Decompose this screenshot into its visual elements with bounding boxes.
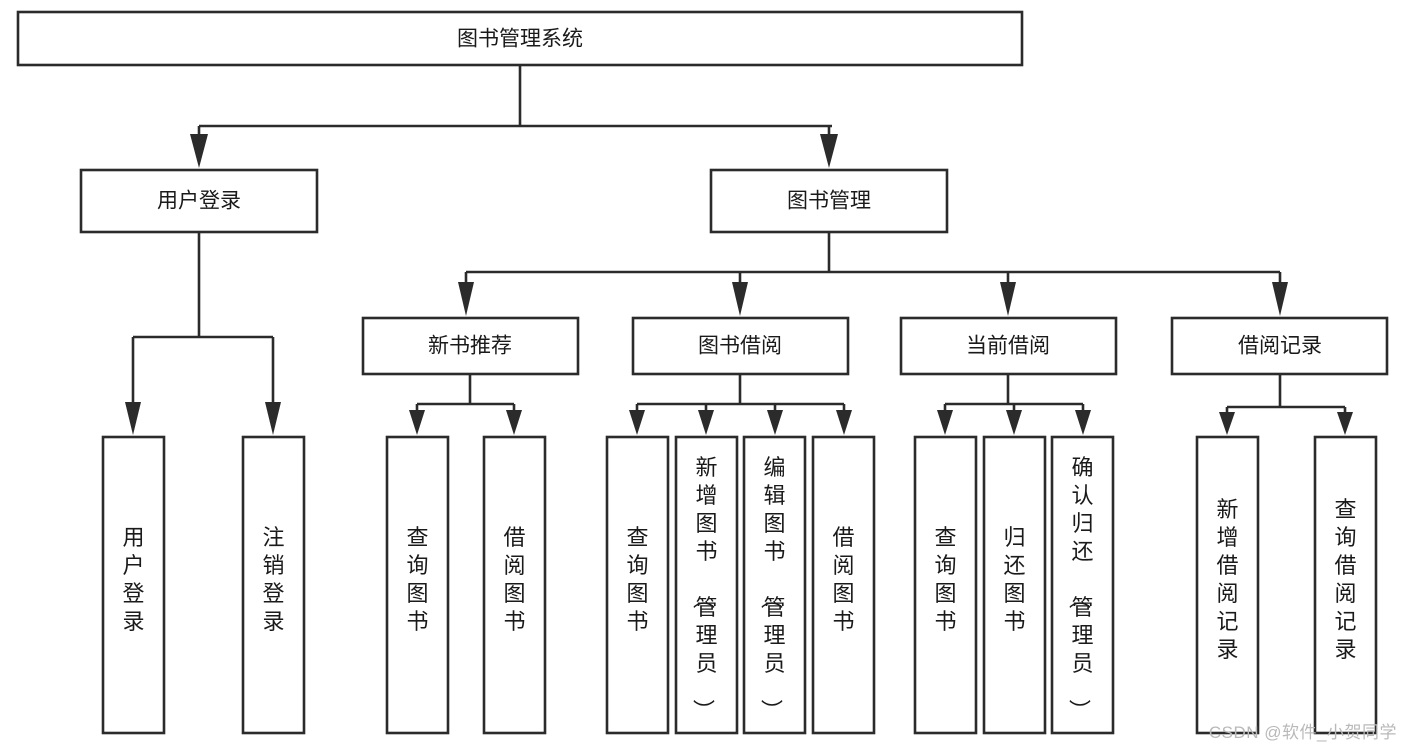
connector-group-new-book-recommend bbox=[409, 374, 522, 435]
node-current-borrow[interactable]: 当前借阅 bbox=[899, 316, 1118, 376]
arrow-head-book-borrow bbox=[732, 282, 748, 316]
node-leaf-return-book-box[interactable] bbox=[982, 435, 1047, 735]
node-leaf-query-book-cur-box[interactable] bbox=[913, 435, 978, 735]
node-leaf-confirm-return-admin-box[interactable] bbox=[1050, 435, 1115, 735]
node-leaf-borrow-book-box[interactable] bbox=[811, 435, 876, 735]
leaf-node-layer: 用户登录 注销登录 查询图书 借阅图书 查询图书 新增图书（管理员） 编辑图书（管理员） 借阅… bbox=[101, 435, 1378, 735]
connector-group-book-manage bbox=[458, 232, 1288, 316]
node-leaf-confirm-return-admin-label: 确认归还（管理员） bbox=[1066, 455, 1093, 721]
node-borrow-record-label: 借阅记录 bbox=[1238, 335, 1322, 358]
arrow-head-leaf-edit-book-admin bbox=[767, 410, 783, 435]
node-book-borrow[interactable]: 图书借阅 bbox=[631, 316, 850, 376]
node-leaf-borrow-book[interactable]: 借阅图书 bbox=[811, 435, 876, 735]
connector-group-borrow-record bbox=[1219, 374, 1353, 435]
node-leaf-query-book-rec-box[interactable] bbox=[385, 435, 450, 735]
arrow-head-leaf-query-book-borrow bbox=[629, 410, 645, 435]
arrow-head-leaf-user-logout bbox=[265, 402, 281, 435]
csdn-watermark: CSDN @软件_小贺同学 bbox=[1208, 723, 1397, 742]
node-leaf-borrow-book-rec-box[interactable] bbox=[482, 435, 547, 735]
node-user-login-box[interactable] bbox=[79, 168, 319, 234]
arrow-head-leaf-user-login bbox=[125, 402, 141, 435]
node-leaf-add-book-admin-label: 新增图书（管理员） bbox=[690, 455, 717, 721]
arrow-head-leaf-add-borrow-record bbox=[1219, 412, 1235, 435]
node-leaf-query-book-cur-label: 查询图书 bbox=[934, 525, 956, 634]
arrow-head-leaf-add-book-admin bbox=[698, 410, 714, 435]
node-leaf-edit-book-admin-label: 编辑图书（管理员） bbox=[758, 455, 785, 721]
node-book-manage-box[interactable] bbox=[709, 168, 949, 234]
node-book-manage[interactable]: 图书管理 bbox=[709, 168, 949, 234]
node-leaf-user-logout[interactable]: 注销登录 bbox=[241, 435, 306, 735]
node-root-box[interactable] bbox=[16, 10, 1024, 67]
node-borrow-record-box[interactable] bbox=[1170, 316, 1389, 376]
node-leaf-add-borrow-record[interactable]: 新增借阅记录 bbox=[1195, 435, 1260, 735]
node-book-manage-label: 图书管理 bbox=[787, 190, 871, 213]
node-leaf-user-logout-box[interactable] bbox=[241, 435, 306, 735]
connector-group-root bbox=[190, 65, 838, 168]
node-leaf-add-borrow-record-label: 新增借阅记录 bbox=[1216, 497, 1238, 662]
arrow-head-new-book-recommend bbox=[458, 282, 474, 316]
node-leaf-query-borrow-record-label: 查询借阅记录 bbox=[1334, 497, 1356, 662]
node-leaf-borrow-book-rec[interactable]: 借阅图书 bbox=[482, 435, 547, 735]
connector-group-current-borrow bbox=[937, 374, 1091, 435]
node-leaf-query-borrow-record-box[interactable] bbox=[1313, 435, 1378, 735]
node-leaf-query-book-cur[interactable]: 查询图书 bbox=[913, 435, 978, 735]
node-root-label: 图书管理系统 bbox=[457, 28, 583, 51]
arrow-head-leaf-query-borrow-record bbox=[1337, 412, 1353, 435]
node-leaf-query-book-rec-label: 查询图书 bbox=[406, 525, 428, 634]
node-leaf-query-book-borrow-label: 查询图书 bbox=[626, 525, 648, 634]
arrow-head-user-login bbox=[190, 134, 208, 168]
arrow-head-leaf-confirm-return-admin bbox=[1075, 410, 1091, 435]
connector-group-book-borrow bbox=[629, 374, 852, 435]
arrow-head-leaf-borrow-book-rec bbox=[506, 410, 522, 435]
node-leaf-query-book-borrow-box[interactable] bbox=[605, 435, 670, 735]
node-book-borrow-label: 图书借阅 bbox=[698, 335, 782, 358]
node-leaf-confirm-return-admin[interactable]: 确认归还（管理员） bbox=[1050, 435, 1115, 735]
node-leaf-query-borrow-record[interactable]: 查询借阅记录 bbox=[1313, 435, 1378, 735]
node-leaf-edit-book-admin[interactable]: 编辑图书（管理员） bbox=[742, 435, 807, 735]
node-leaf-borrow-book-label: 借阅图书 bbox=[832, 525, 854, 634]
node-user-login[interactable]: 用户登录 bbox=[79, 168, 319, 234]
node-leaf-user-login[interactable]: 用户登录 bbox=[101, 435, 166, 735]
node-leaf-query-book-borrow[interactable]: 查询图书 bbox=[605, 435, 670, 735]
node-leaf-user-logout-label: 注销登录 bbox=[262, 525, 284, 634]
arrow-head-book-manage bbox=[820, 134, 838, 168]
node-user-login-label: 用户登录 bbox=[157, 190, 241, 213]
arrow-head-borrow-record bbox=[1272, 282, 1288, 316]
node-leaf-user-login-label: 用户登录 bbox=[122, 525, 144, 634]
node-leaf-return-book[interactable]: 归还图书 bbox=[982, 435, 1047, 735]
node-leaf-user-login-box[interactable] bbox=[101, 435, 166, 735]
arrow-head-current-borrow bbox=[1000, 282, 1016, 316]
arrow-head-leaf-return-book bbox=[1006, 410, 1022, 435]
arrow-head-leaf-query-book-cur bbox=[937, 410, 953, 435]
node-leaf-edit-book-admin-box[interactable] bbox=[742, 435, 807, 735]
node-leaf-add-book-admin-box[interactable] bbox=[674, 435, 739, 735]
node-book-borrow-box[interactable] bbox=[631, 316, 850, 376]
node-new-book-recommend-label: 新书推荐 bbox=[428, 335, 512, 358]
node-new-book-recommend[interactable]: 新书推荐 bbox=[361, 316, 580, 376]
node-current-borrow-box[interactable] bbox=[899, 316, 1118, 376]
connector-group-user-login bbox=[125, 232, 281, 435]
arrow-head-leaf-query-book-rec bbox=[409, 410, 425, 435]
node-leaf-borrow-book-rec-label: 借阅图书 bbox=[503, 525, 525, 634]
node-root[interactable]: 图书管理系统 bbox=[16, 10, 1024, 67]
node-current-borrow-label: 当前借阅 bbox=[966, 335, 1050, 358]
node-new-book-recommend-box[interactable] bbox=[361, 316, 580, 376]
node-leaf-add-book-admin[interactable]: 新增图书（管理员） bbox=[674, 435, 739, 735]
node-leaf-add-borrow-record-box[interactable] bbox=[1195, 435, 1260, 735]
node-leaf-query-book-rec[interactable]: 查询图书 bbox=[385, 435, 450, 735]
node-borrow-record[interactable]: 借阅记录 bbox=[1170, 316, 1389, 376]
arrow-head-leaf-borrow-book bbox=[836, 410, 852, 435]
node-leaf-return-book-label: 归还图书 bbox=[1003, 525, 1025, 634]
